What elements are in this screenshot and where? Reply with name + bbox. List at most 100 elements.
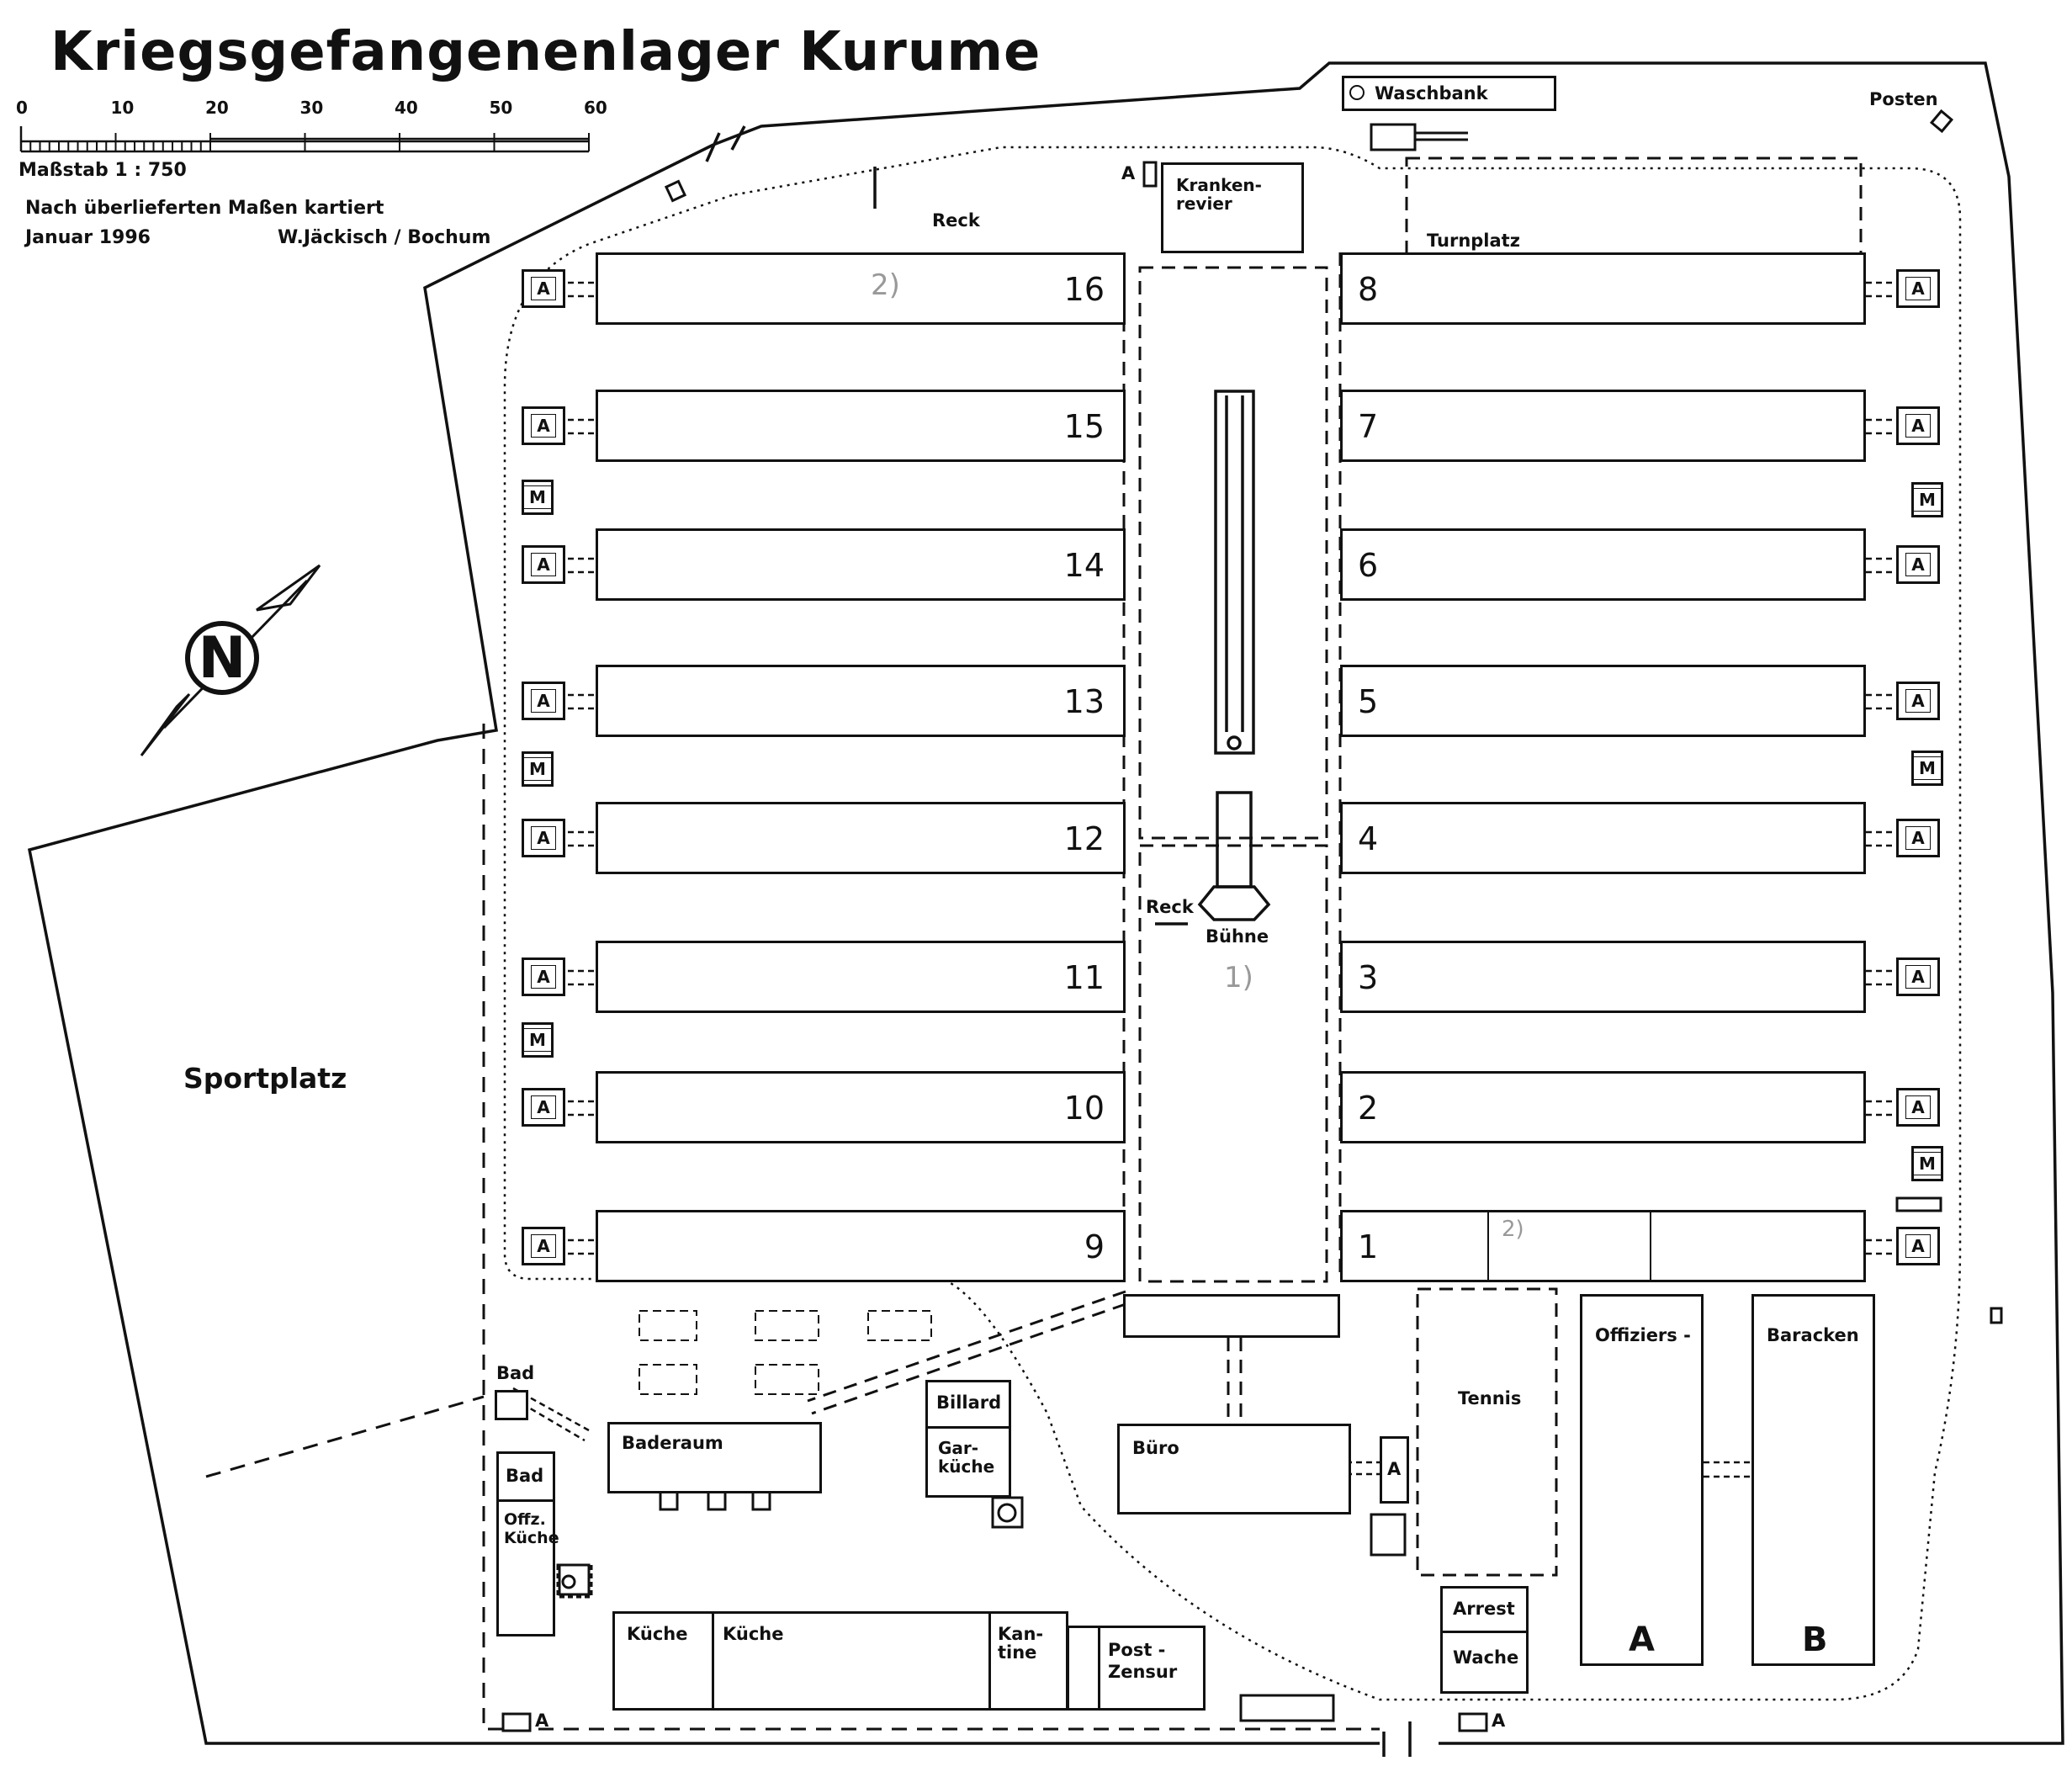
- credits-author: W.Jäckisch / Bochum: [278, 227, 491, 248]
- barrack-left: 16: [596, 252, 1126, 325]
- baderaum: Baderaum: [607, 1422, 822, 1493]
- mast-structure: [1214, 390, 1255, 755]
- reck-label-top: Reck: [932, 210, 980, 231]
- krankenrevier: Kranken- revier: [1161, 162, 1304, 253]
- latrine-right-label: A: [1905, 965, 1931, 989]
- barrack-left: 15: [596, 390, 1126, 462]
- latrine-right: A: [1896, 957, 1940, 996]
- barrack-number: 5: [1358, 683, 1379, 720]
- scale-tick-label: 40: [395, 98, 418, 118]
- barrack-left: 14: [596, 528, 1126, 601]
- urinal: M: [522, 751, 554, 787]
- camp-boundary-left: [27, 143, 1380, 1745]
- buehne-stage: [1216, 791, 1253, 888]
- barrack-number: 7: [1358, 408, 1379, 445]
- kantine-label-2: tine: [998, 1642, 1037, 1663]
- barrack-number: 2: [1358, 1090, 1379, 1127]
- buero: Büro: [1117, 1424, 1351, 1514]
- barrack-right: 8: [1340, 252, 1866, 325]
- latrine-right-label: A: [1905, 553, 1931, 576]
- tennis-court: [1416, 1287, 1558, 1577]
- latrine-left: A: [522, 1227, 565, 1265]
- barrack-divider: [1650, 1212, 1651, 1280]
- wache-label: Wache: [1453, 1647, 1519, 1668]
- urinal: M: [522, 480, 554, 515]
- urinal-label: M: [1913, 488, 1942, 512]
- latrine-right-label: A: [1905, 1095, 1931, 1119]
- barrack-right: 2: [1340, 1071, 1866, 1143]
- barrack-right: 6: [1340, 528, 1866, 601]
- latrine-left: A: [522, 406, 565, 445]
- barrack-number: 6: [1358, 547, 1379, 584]
- baderaum-label: Baderaum: [622, 1433, 723, 1453]
- scale-tick-label: 30: [299, 98, 324, 118]
- credits-date: Januar 1996: [25, 227, 151, 248]
- krankenrevier-label-1: Kranken-: [1176, 175, 1262, 195]
- barrack-left: 10: [596, 1071, 1126, 1143]
- note-2: 2): [871, 268, 900, 302]
- latrine-right-label: A: [1905, 826, 1931, 850]
- latrine-right-label: A: [1905, 1234, 1931, 1258]
- urinal: M: [522, 1022, 554, 1058]
- scale-label: Maßstab 1 : 750: [19, 160, 187, 181]
- billard-label: Billard: [936, 1392, 1002, 1413]
- buehne-platform: [1197, 885, 1271, 921]
- barrack-number: 8: [1358, 271, 1379, 308]
- barrack-number: 10: [1063, 1090, 1105, 1127]
- tennis-label: Tennis: [1458, 1388, 1522, 1408]
- turnplatz-label: Turnplatz: [1427, 231, 1520, 251]
- latrine-right: A: [1896, 1088, 1940, 1127]
- waschbank-label: Waschbank: [1375, 83, 1488, 103]
- barrack-right: 4: [1340, 802, 1866, 874]
- officer-barrack-b: Baracken B: [1751, 1294, 1875, 1666]
- credits-line: Nach überlieferten Maßen kartiert: [25, 198, 384, 219]
- latrine-right: A: [1896, 819, 1940, 857]
- barrack-number: 1: [1358, 1228, 1379, 1265]
- barrack-left: 9: [596, 1210, 1126, 1282]
- barrack-number: 11: [1063, 959, 1105, 996]
- kantine-label-1: Kan-: [998, 1624, 1044, 1644]
- urinal: M: [1911, 482, 1943, 517]
- latrine-left: A: [522, 819, 565, 857]
- barrack-number: 4: [1358, 820, 1379, 857]
- kueche-label-1: Küche: [627, 1624, 688, 1644]
- latrine-right: A: [1896, 545, 1940, 584]
- note-1: 1): [1224, 961, 1253, 995]
- post-label-1: Post -: [1108, 1640, 1166, 1660]
- barrack-right: 7: [1340, 390, 1866, 462]
- officer-barrack-label-b: Baracken: [1767, 1325, 1859, 1345]
- arrest-label: Arrest: [1453, 1599, 1515, 1619]
- map-title: Kriegsgefangenenlager Kurume: [50, 21, 1041, 83]
- latrine-left-label: A: [531, 277, 556, 300]
- latrine-left-label: A: [531, 826, 556, 850]
- krankenrevier-label-2: revier: [1176, 194, 1232, 214]
- officer-barrack-a: Offiziers - A: [1580, 1294, 1704, 1666]
- latrine-left-label: A: [531, 1234, 556, 1258]
- latrine-left-label: A: [531, 414, 556, 438]
- latrine-right-label: A: [1905, 277, 1931, 300]
- barrack-left: 13: [596, 665, 1126, 737]
- latrine-right-label: A: [1905, 689, 1931, 713]
- latrine-label-kranken: A: [1121, 163, 1136, 183]
- reck-label-mid: Reck: [1146, 897, 1194, 917]
- wash-basin-icon: [1349, 85, 1365, 100]
- parade-ground-upper: [1138, 266, 1328, 840]
- posten-label: Posten: [1869, 89, 1938, 109]
- buehne-label: Bühne: [1206, 926, 1269, 947]
- barrack-number: 15: [1063, 408, 1105, 445]
- bad-small: [495, 1390, 528, 1420]
- offz-kueche: Offz. Küche: [496, 1502, 559, 1636]
- bad-label: Bad: [506, 1466, 544, 1486]
- latrine-left: A: [522, 269, 565, 308]
- barrack-number: 3: [1358, 959, 1379, 996]
- garkueche-label-1: Gar-: [938, 1438, 979, 1458]
- barrack-right: 5: [1340, 665, 1866, 737]
- latrine-right-label: A: [1905, 414, 1931, 438]
- latrine-buero: A: [1380, 1436, 1409, 1504]
- latrine-left-label: A: [531, 689, 556, 713]
- scale-tick-label: 20: [205, 98, 229, 118]
- scale-tick-label: 10: [110, 98, 135, 118]
- gate-building: [1123, 1294, 1340, 1338]
- scale-tick-label: 60: [584, 98, 607, 118]
